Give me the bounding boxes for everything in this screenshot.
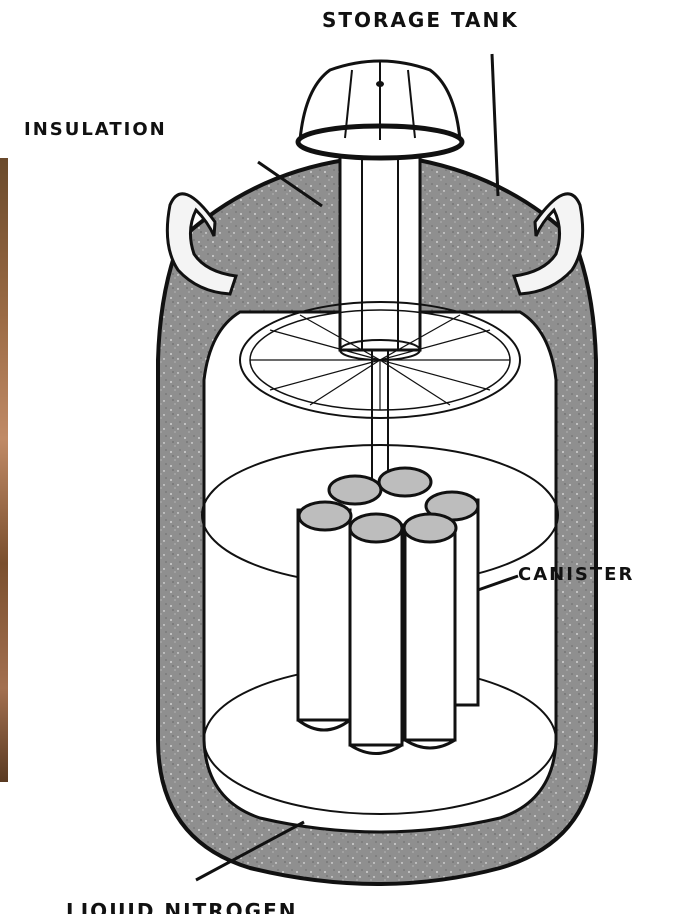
liquid-nitrogen-label: LIQUID NITROGEN [66,898,297,914]
neck-tube [340,150,420,350]
storage-tank-label: STORAGE TANK [322,8,519,32]
storage-tank-leader [492,54,498,196]
canister-label: CANISTER [518,564,634,585]
tank-cap [298,61,462,158]
insulation-label: INSULATION [24,119,167,140]
